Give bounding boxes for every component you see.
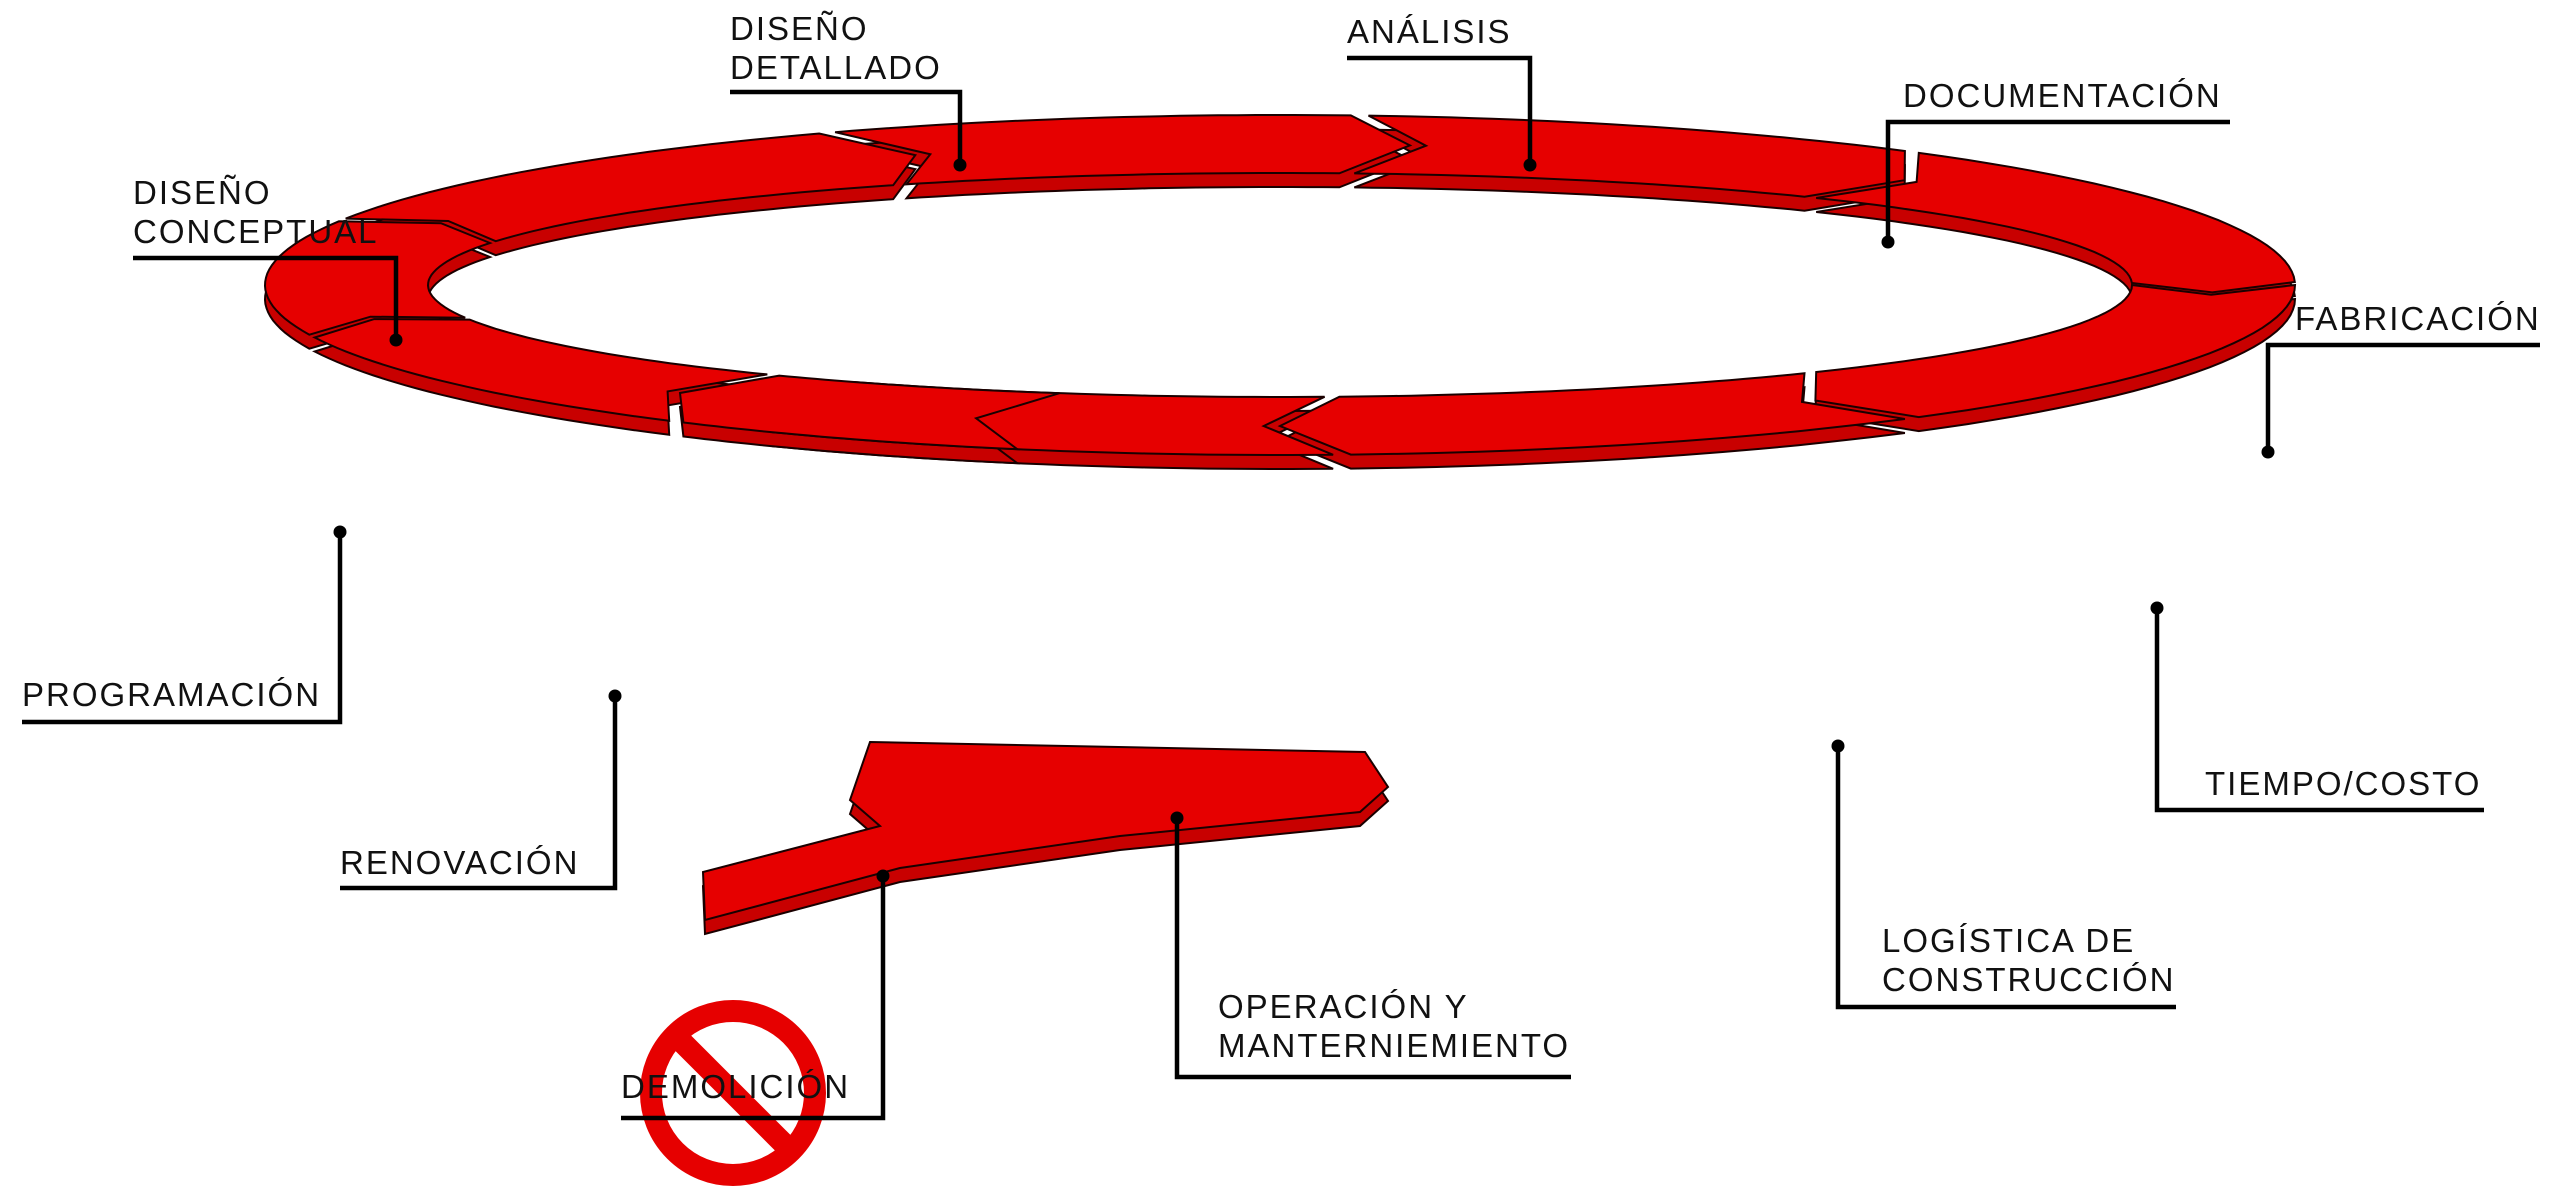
leader-dot-fabricacion <box>2261 445 2275 459</box>
leader-dot-programacion <box>333 525 347 539</box>
segment-documentacion <box>1353 114 1906 198</box>
stage-labels: ANÁLISIS DOCUMENTACIÓN FABRICACIÓN TIEMPO/C… <box>22 10 2541 1105</box>
label-documentacion-line-1: DOCUMENTACIÓN <box>1903 77 2222 114</box>
leader-line-programacion <box>22 532 343 725</box>
label-diseno-conceptual-line-2: CONCEPTUAL <box>133 213 379 250</box>
segment-diseno-detallado <box>345 132 918 243</box>
leader-dot-operacion <box>1170 811 1184 825</box>
label-fabricacion: FABRICACIÓN <box>2295 300 2541 337</box>
label-operacion-line-1: OPERACIÓN Y <box>1218 988 1469 1025</box>
leader-line-diseno-conceptual <box>133 255 399 340</box>
segment-logistica <box>1277 372 1906 456</box>
label-analisis: ANÁLISIS <box>1347 13 1512 50</box>
demolition-tail-segment <box>701 740 1390 936</box>
label-renovacion-line-1: RENOVACIÓN <box>340 844 579 881</box>
label-operacion-line-2: MANTERNIEMIENTO <box>1218 1027 1570 1064</box>
label-analisis-line-1: ANÁLISIS <box>1347 13 1512 50</box>
leader-line-logistica <box>1835 746 2176 1010</box>
leader-line-diseno-detallado <box>730 89 963 165</box>
leader-line-operacion <box>1174 818 1571 1080</box>
leader-dot-renovacion <box>608 689 622 703</box>
segment-programacion <box>312 318 768 422</box>
leader-dot-tiempo-costo <box>2150 601 2164 615</box>
ring-segments <box>263 114 2297 456</box>
prohibition-bar <box>670 1030 798 1158</box>
label-programacion: PROGRAMACIÓN <box>22 676 321 713</box>
segment-tiempo-costo <box>1814 283 2297 419</box>
label-logistica-line-2: CONSTRUCCIÓN <box>1882 961 2176 998</box>
label-programacion-line-1: PROGRAMACIÓN <box>22 676 321 713</box>
leader-lines <box>22 55 2540 1121</box>
label-diseno-detallado-line-1: DISEÑO <box>730 10 869 47</box>
label-renovacion: RENOVACIÓN <box>340 844 579 881</box>
label-tiempo-costo: TIEMPO/COSTO <box>2205 765 2481 802</box>
label-diseno-conceptual-line-1: DISEÑO <box>133 174 272 211</box>
leader-dot-diseno-detallado <box>953 158 967 172</box>
label-demolicion-line-1: DEMOLICIÓN <box>621 1068 850 1105</box>
label-logistica-line-1: LOGÍSTICA DE <box>1882 922 2135 959</box>
leader-dot-logistica <box>1831 739 1845 753</box>
segment-renovacion <box>678 374 1060 451</box>
segment-diseno-conceptual <box>263 220 493 336</box>
leader-line-demolicion <box>621 876 886 1121</box>
leader-dot-analisis <box>1523 158 1537 172</box>
leader-dot-documentacion <box>1881 235 1895 249</box>
demolition-tail <box>701 740 1390 922</box>
prohibition-ring <box>640 1000 826 1186</box>
prohibition-icon <box>640 1000 826 1186</box>
leader-line-fabricacion <box>2265 342 2540 452</box>
label-documentacion: DOCUMENTACIÓN <box>1903 77 2222 114</box>
segment-analisis <box>834 114 1413 186</box>
leader-line-documentacion <box>1885 119 2230 242</box>
leader-line-analisis <box>1347 55 1533 165</box>
label-fabricacion-line-1: FABRICACIÓN <box>2295 300 2541 337</box>
leader-line-tiempo-costo <box>2154 608 2484 813</box>
label-tiempo-costo-line-1: TIEMPO/COSTO <box>2205 765 2481 802</box>
label-diseno-detallado-line-2: DETALLADO <box>730 49 942 86</box>
leader-dot-demolicion <box>876 869 890 883</box>
leader-dot-diseno-conceptual <box>389 333 403 347</box>
label-demolicion: DEMOLICIÓN <box>621 1068 850 1105</box>
leader-line-renovacion <box>340 696 618 891</box>
segment-fabricacion <box>1816 151 2296 294</box>
